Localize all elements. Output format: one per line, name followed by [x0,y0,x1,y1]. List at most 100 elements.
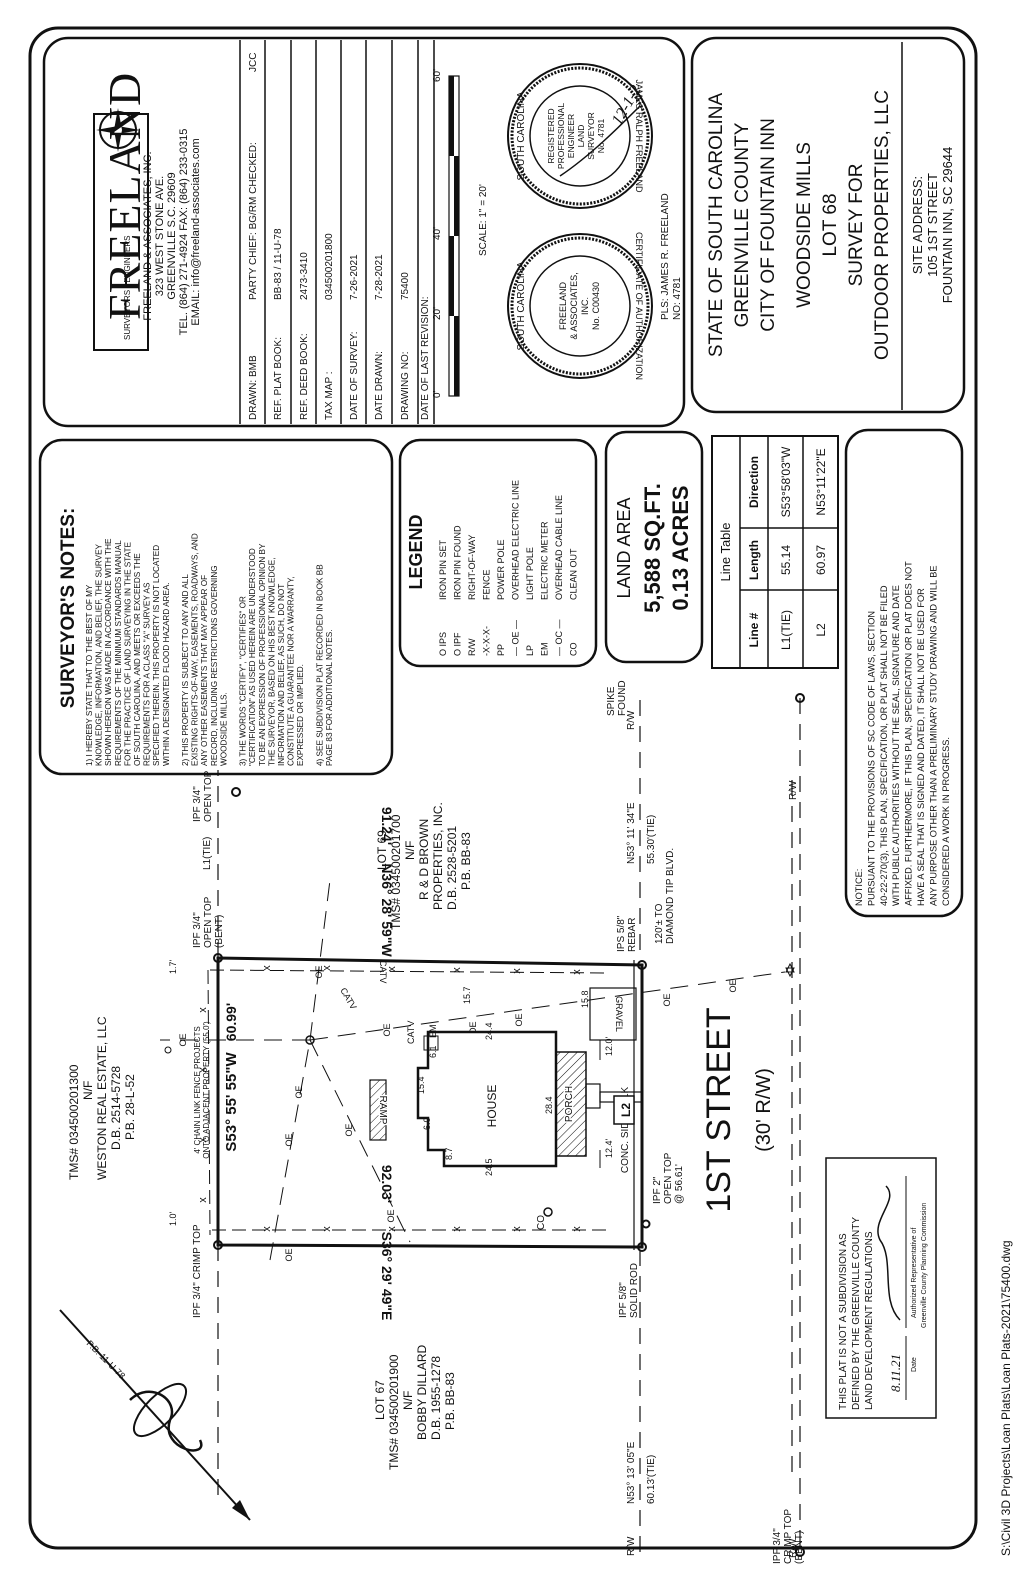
title-client: OUTDOOR PROPERTIES, LLC [872,90,893,360]
legend-sym-9: CO [569,643,579,657]
dim-12-0: 12.0' [604,1036,614,1056]
notes-line-25: PAGE 83 FOR ADDITIONAL NOTES. [325,630,334,767]
legend-sym-2: R/W [467,638,477,656]
dim-15-8: 15.8 [580,990,590,1008]
notice-line-2: 40-22-270(3), THIS PLAN, SPECIFICATION, … [879,585,889,906]
electric-meter-icon [423,1035,439,1051]
info-row-3-value: 034500201800 [324,233,335,300]
notes-line-14: WOODSIDE MILLS. [219,692,228,766]
subdivision-box [825,1157,937,1419]
info-row-4-label: DATE OF SURVEY: [349,331,360,420]
oe-label-0: OE [284,1133,294,1146]
pin-open-right-2: OPEN TOP [203,770,214,822]
line-table-header-line: Line # [747,612,761,647]
fence-x-15: x [197,1197,209,1203]
notice-line-6: ANY PURPOSE OTHER THAN A PRELIMINARY STU… [928,565,938,906]
line-table-row2-length: 60.97 [814,545,828,575]
notes-line-17: "CERTIFICATION" AS USED HEREIN ARE UNDER… [248,548,257,766]
rw-label-3: R/W [788,780,799,800]
oe-label-10: OE [178,1033,188,1046]
dim-15-7: 15.7 [462,986,472,1004]
site-address-label: SITE ADDRESS: [910,176,925,274]
pin-far-left-2: CRIMP TOP [783,1509,794,1564]
sign-label-2: Greenville County Planning Commission [921,1203,928,1328]
seal2-line-0: REGISTERED [546,108,556,163]
pin-open-right-1: IPF 3/4" [192,786,203,822]
catv-label-1: CATV [406,1021,416,1044]
fence-x-7: x [321,1226,333,1232]
fence-x-9: x [451,1226,463,1232]
fence-x-10: x [511,1226,523,1232]
line-table-header-length: Length [747,540,761,580]
notes-line-18: TO BE AN EXPRESSION OF PROFESSIONAL OPIN… [258,543,267,766]
seal1-line-2: INC. [580,297,590,315]
fence-x-13: x [197,1067,209,1073]
firm-info-box [42,36,686,428]
scale-tick-0: 0' [432,390,443,398]
house-dimensions: 15.4 6.0 8.7 24.5 28.4 24.4 6.1 15.7 15.… [168,959,614,1226]
pin-crimp: IPF 3/4" CRIMP TOP [192,1224,203,1318]
seal2-ring-top: SOUTH CAROLINA [516,91,527,180]
adjoiner-top: TMS# 034500201300 N/F WESTON REAL ESTATE… [67,1016,137,1180]
legend-box [398,438,598,668]
project-title-box [690,36,966,414]
legend-sym-1: O IPF [453,632,463,656]
seal1-ring-top: SOUTH CAROLINA [516,261,527,350]
adjoiner-top-name: WESTON REAL ESTATE, LLC [95,1016,109,1180]
signature-stroke [559,105,641,177]
sheet-border [28,26,978,1550]
certificate-of-authorization-seal: SOUTH CAROLINA CERTIFICATE OF AUTHORIZAT… [507,232,653,380]
pin-solid-1: IPF 5/8" [618,1282,629,1318]
seal1-line-1: & ASSOCIATES, [569,272,579,339]
notes-line-0: 1) I HEREBY STATE THAT TO THE BEST OF MY [85,584,94,766]
porch-label: PORCH [564,1086,575,1122]
date-label: Date [911,1357,918,1372]
notice-line-1: PURSUANT TO THE PROVISIONS OF SC CODE OF… [866,611,876,906]
title-subdivision: WOODSIDE MILLS [794,142,815,308]
site-address-city: FOUNTAIN INN, SC 29644 [940,147,955,304]
legend-desc-4: POWER POLE [496,539,506,600]
power-pole-icon-2 [164,1046,172,1054]
oe-label-8: OE [344,1123,354,1136]
adjoiner-right-nf: N/F [403,841,417,860]
house: HOUSE [416,1030,558,1168]
pin-labels: IPF 3/4" OPEN TOP (BENT) IPF 3/4" CRIMP … [192,680,805,1564]
notes-heading: SURVEYOR'S NOTES: [58,508,79,709]
legend-desc-0: IRON PIN SET [438,539,448,600]
oe-label-2: OE [314,965,324,978]
adjoiner-left-nf: N/F [401,1391,415,1410]
notes-line-6: REQUIREMENTS FOR A CLASS "A" SURVEY AS [143,582,152,766]
info-row-3-label: TAX MAP : [324,371,335,420]
subdivision-line-1: THIS PLAT IS NOT A SUBDIVISION AS [838,1233,849,1410]
line-table-row1-length: 55.14 [779,545,793,575]
legend-heading: LEGEND [406,514,426,589]
title-county: GREENVILLE COUNTY [732,122,753,327]
adjoiner-right-pb: P.B. BB-83 [459,832,473,890]
dist-bottom: 92.03' [379,1165,395,1203]
notes-line-2: SHOWN HEREON WAS MADE IN ACCORDANCE WITH… [104,538,113,766]
site-address-street: 105 1ST STREET [925,173,940,277]
info-row-5-value: 7-28-2021 [374,254,385,300]
adjoiner-left-tms: TMS# 034500201900 [387,1354,401,1470]
light-pole-icon [785,962,795,978]
notes-line-24: 4) SEE SUBDIVISION PLAT RECORDED IN BOOK… [315,564,324,766]
land-area-box [604,430,704,664]
street-row: (30' R/W) [753,1068,775,1152]
seal1-ring-bottom: CERTIFICATE OF AUTHORIZATION [634,232,644,380]
porch-steps [585,1083,601,1109]
adjoiner-top-tms: TMS# 034500201300 [67,1064,81,1180]
scale-text: SCALE: 1" = 20' [478,184,489,256]
firm-tagline: SURVEYORS • ENGINEERS [123,236,132,340]
legend-sym-6: LP [525,645,535,656]
info-row-0-label: DRAWN: BMB [248,355,259,420]
surveyors-notes-box [38,438,394,776]
info-row-6-label: DRAWING NO: [400,351,411,420]
adjoiner-right-name2: PROPERTIES, INC. [431,802,445,910]
pin-far-left-3: (BENT) [794,1531,805,1564]
dist-left: 60.99' [223,1003,239,1041]
oe-label-3: OE [382,1023,392,1036]
ramp-label: RAMP [377,1096,388,1125]
adjoiner-left-lot: LOT 67 [373,1380,387,1420]
oe-label-9: OE [386,1209,396,1222]
oe-label-4: OE [468,1021,478,1034]
